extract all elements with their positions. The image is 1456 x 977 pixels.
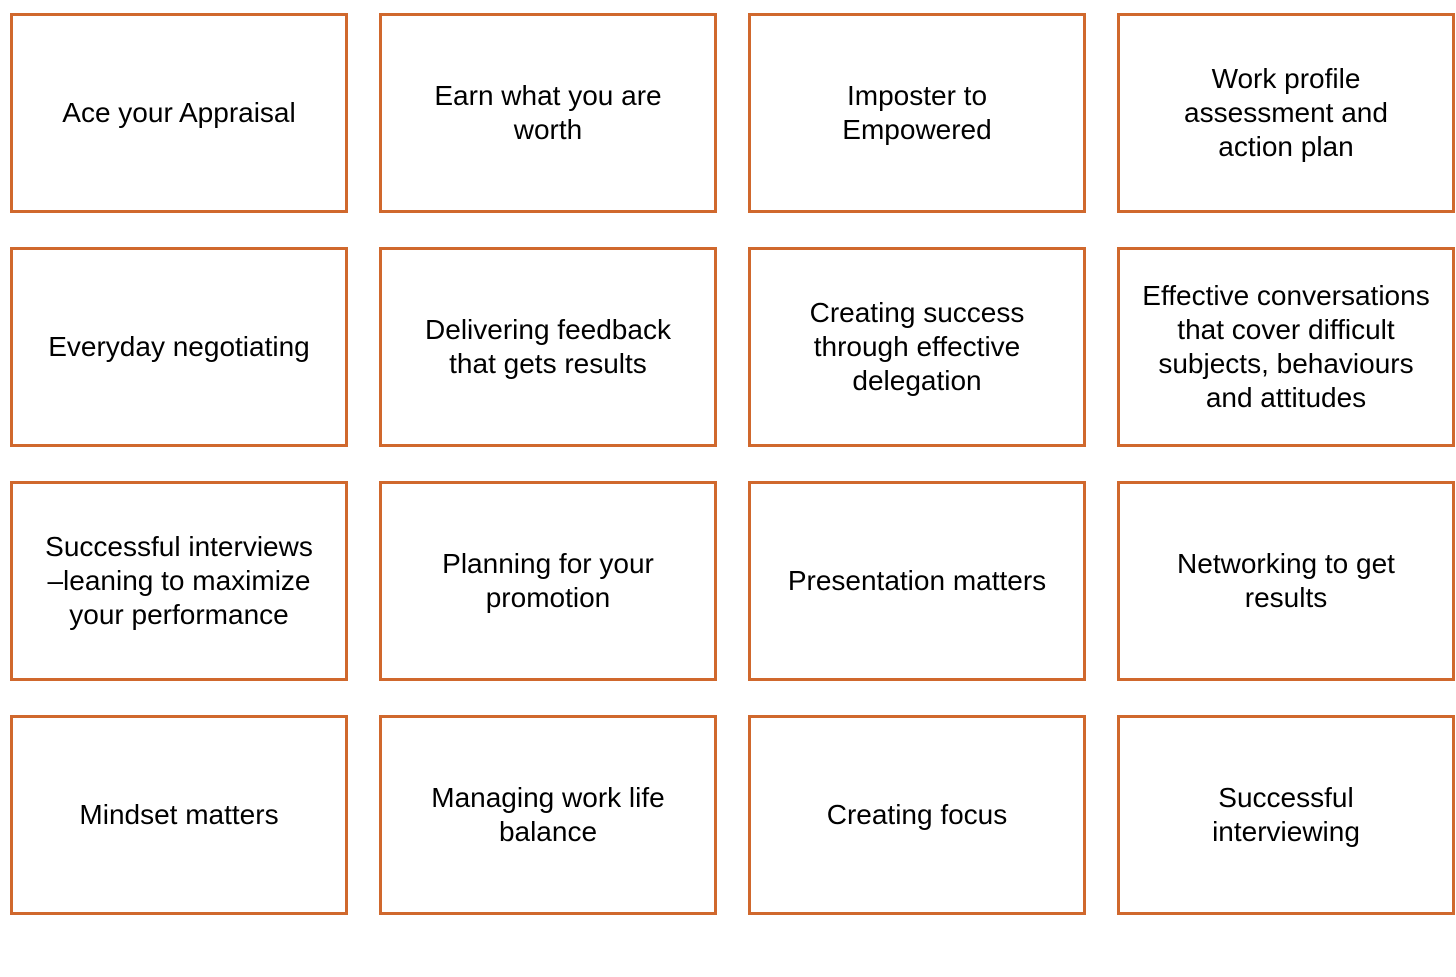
- card-work-profile-assessment: Work profile assessment and action plan: [1117, 13, 1455, 213]
- card-creating-success-delegation: Creating success through effective deleg…: [748, 247, 1086, 447]
- card-label: Imposter to Empowered: [842, 80, 992, 145]
- card-planning-for-promotion: Planning for your promotion: [379, 481, 717, 681]
- card-imposter-to-empowered: Imposter to Empowered: [748, 13, 1086, 213]
- card-successful-interviews-maximize: Successful interviews –leaning to maximi…: [10, 481, 348, 681]
- card-networking-to-get-results: Networking to get results: [1117, 481, 1455, 681]
- card-label: Creating focus: [826, 799, 1008, 831]
- card-label: Ace your Appraisal: [62, 97, 296, 129]
- card-earn-what-you-are-worth: Earn what you are worth: [379, 13, 717, 213]
- card-label: Planning for your promotion: [442, 548, 654, 613]
- card-label: Effective conversations that cover diffi…: [1142, 280, 1430, 413]
- card-successful-interviewing: Successful interviewing: [1117, 715, 1455, 915]
- card-label: Work profile assessment and action plan: [1184, 63, 1388, 162]
- card-label: Earn what you are worth: [434, 80, 662, 145]
- card-delivering-feedback: Delivering feedback that gets results: [379, 247, 717, 447]
- card-mindset-matters: Mindset matters: [10, 715, 348, 915]
- card-label: Networking to get results: [1177, 548, 1395, 613]
- card-label: Everyday negotiating: [48, 331, 310, 363]
- card-creating-focus: Creating focus: [748, 715, 1086, 915]
- card-label: Mindset matters: [79, 799, 279, 831]
- card-label: Successful interviews –leaning to maximi…: [45, 531, 313, 630]
- card-label: Creating success through effective deleg…: [809, 297, 1025, 396]
- card-effective-conversations: Effective conversations that cover diffi…: [1117, 247, 1455, 447]
- topic-card-grid: Ace your Appraisal Earn what you are wor…: [10, 13, 1455, 915]
- card-everyday-negotiating: Everyday negotiating: [10, 247, 348, 447]
- card-presentation-matters: Presentation matters: [748, 481, 1086, 681]
- card-label: Delivering feedback that gets results: [425, 314, 671, 379]
- card-managing-work-life-balance: Managing work life balance: [379, 715, 717, 915]
- card-label: Presentation matters: [787, 565, 1047, 597]
- card-ace-your-appraisal: Ace your Appraisal: [10, 13, 348, 213]
- card-label: Successful interviewing: [1212, 782, 1360, 847]
- card-label: Managing work life balance: [431, 782, 665, 847]
